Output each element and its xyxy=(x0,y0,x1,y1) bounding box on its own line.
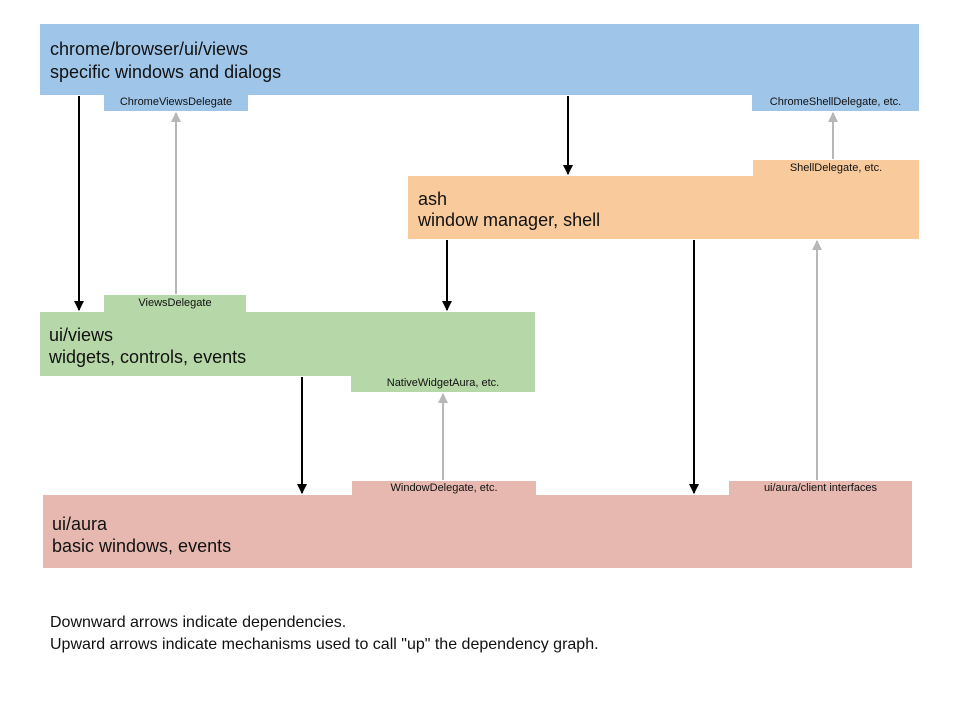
layer-title: ui/aura xyxy=(52,514,108,534)
interface-aura-client-interfaces: ui/aura/client interfaces xyxy=(729,481,912,496)
interface-native-widget-aura: NativeWidgetAura, etc. xyxy=(351,375,535,392)
layer-title: ash xyxy=(418,189,448,209)
interface-chrome-shell-delegate: ChromeShellDelegate, etc. xyxy=(752,94,919,111)
layer-chrome-browser-ui-views: chrome/browser/ui/views specific windows… xyxy=(40,24,919,95)
interface-chrome-views-delegate: ChromeViewsDelegate xyxy=(104,94,248,111)
layer-title: chrome/browser/ui/views xyxy=(50,39,249,59)
layer-subtitle: widgets, controls, events xyxy=(49,347,247,367)
layer-ui-aura: ui/aura basic windows, events xyxy=(43,495,912,568)
layer-title: ui/views xyxy=(49,325,114,345)
layer-subtitle: specific windows and dialogs xyxy=(50,62,282,82)
interface-shell-delegate: ShellDelegate, etc. xyxy=(753,160,919,177)
note-downward-arrows: Downward arrows indicate dependencies. xyxy=(50,614,347,631)
legend-notes: Downward arrows indicate dependencies. U… xyxy=(50,612,599,656)
layer-subtitle: window manager, shell xyxy=(418,210,601,230)
interface-views-delegate: ViewsDelegate xyxy=(104,295,246,313)
note-upward-arrows: Upward arrows indicate mechanisms used t… xyxy=(50,636,599,653)
layer-ui-views: ui/views widgets, controls, events xyxy=(40,312,535,376)
layer-ash: ash window manager, shell xyxy=(408,176,919,239)
layer-subtitle: basic windows, events xyxy=(52,536,232,556)
interface-window-delegate: WindowDelegate, etc. xyxy=(352,481,536,496)
